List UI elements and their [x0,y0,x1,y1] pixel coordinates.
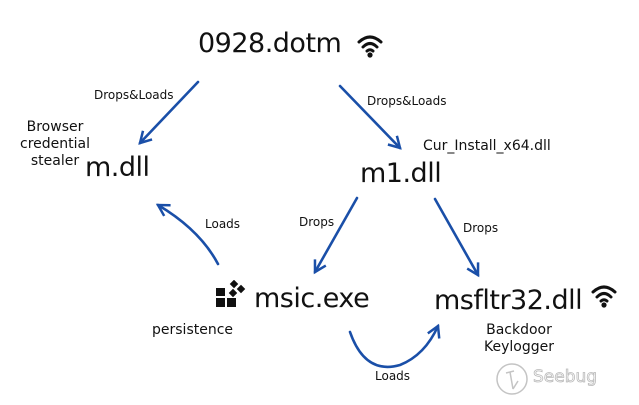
note-line: Browser [26,119,84,135]
wifi-icon [357,35,383,58]
edge-label-m1dll-msic: Drops [299,215,335,229]
msfltr-note: Backdoor Keylogger [484,322,554,356]
edge-label-dotm-m1dll: Drops&Loads [367,94,447,108]
edge-m1dll-to-msfltr [433,197,480,278]
edge-label-m1dll-msfltr: Drops [463,221,499,235]
wifi-icon [591,285,617,308]
edge-label-msic-msfltr: Loads [375,369,411,383]
note-line: Backdoor [486,322,552,338]
note-line: credential [20,136,90,152]
node-msfltr: msfltr32.dll [434,285,583,316]
note-line: stealer [30,153,80,169]
m1dll-alias: Cur_Install_x64.dll [423,138,551,154]
seebug-logo-icon [496,363,528,395]
windows-logo-icon [216,280,246,307]
msic-note: persistence [152,322,234,338]
node-mdll: m.dll [85,152,150,183]
edge-label-dotm-mdll: Drops&Loads [94,88,174,102]
edge-msic-to-mdll [155,203,220,266]
node-msic: msic.exe [254,283,370,314]
node-m1dll: m1.dll [360,158,442,189]
edge-msic-to-msfltr [348,323,441,369]
note-line: Keylogger [484,339,554,355]
mdll-note: Browser credential stealer [20,119,90,170]
edge-m1dll-to-msic [313,196,359,275]
edge-dotm-to-m1dll [338,84,402,150]
edge-dotm-to-mdll [138,80,200,145]
edge-label-msic-mdll: Loads [205,217,241,231]
watermark-text: Seebug [533,367,598,388]
node-dotm: 0928.dotm [198,28,342,59]
